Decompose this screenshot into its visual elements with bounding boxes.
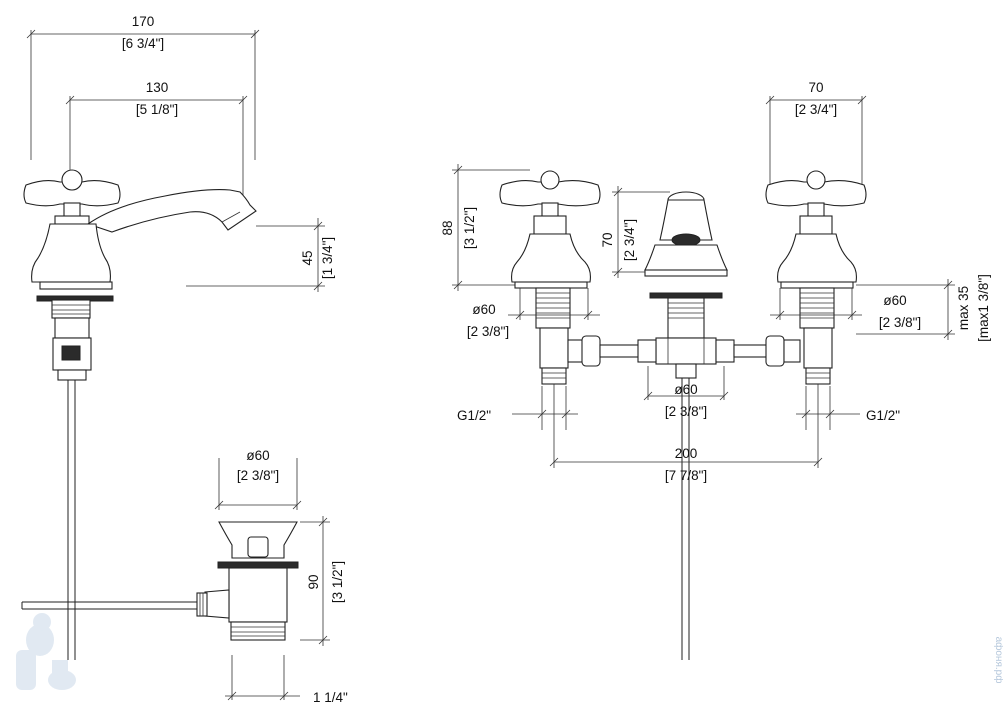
spout-reach-mm: 130: [146, 80, 169, 95]
centers-inch: [7 7/8"]: [665, 468, 707, 483]
center-diameter-inch: [2 3/8"]: [665, 404, 707, 419]
watermark-text: афоня.рф: [993, 637, 1003, 684]
handle-height-mm: 88: [440, 220, 455, 235]
pop-up-waste: ø60 [2 3/8"] 90 [3 1/2"] 1 1/4": [21, 448, 348, 705]
three-hole-faucet: 88 [3 1/2"] 70 [2 3/4"] 70 [2 3/4"]: [440, 80, 991, 660]
centers-mm: 200: [675, 446, 698, 461]
right-valve-diameter-inch: [2 3/8"]: [879, 315, 921, 330]
spout-body-height-inch: [2 3/4"]: [622, 219, 637, 261]
handle-spread-inch: [2 3/4"]: [795, 102, 837, 117]
waste-height-inch: [3 1/2"]: [330, 561, 345, 603]
single-hole-faucet: 170 [6 3/4"] 130 [5 1/8"] 45 [1 3/4"]: [23, 14, 335, 660]
plumber-mascot-icon: [16, 613, 76, 690]
waste-thread-label: 1 1/4": [313, 690, 348, 705]
max-deck-mm: max 35: [956, 286, 971, 330]
spout-length-mm: 170: [132, 14, 155, 29]
waste-height-mm: 90: [306, 574, 321, 589]
center-diameter-mm: ø60: [674, 382, 697, 397]
spout-height-inch: [1 3/4"]: [320, 237, 335, 279]
left-valve-diameter-mm: ø60: [472, 302, 495, 317]
center-spout: [644, 191, 728, 660]
handle-height-inch: [3 1/2"]: [462, 207, 477, 249]
handle-spread-mm: 70: [808, 80, 823, 95]
left-inlet-label: G1/2": [457, 408, 491, 423]
max-deck-inch: [max1 3/8"]: [976, 274, 991, 342]
right-valve-diameter-mm: ø60: [883, 293, 906, 308]
spout-length-inch: [6 3/4"]: [122, 36, 164, 51]
right-valve: [765, 170, 867, 385]
spout-body-height-mm: 70: [600, 232, 615, 247]
left-valve-diameter-inch: [2 3/8"]: [467, 324, 509, 339]
left-valve: [499, 170, 601, 385]
spout-reach-inch: [5 1/8"]: [136, 102, 178, 117]
waste-diameter-inch: [2 3/8"]: [237, 468, 279, 483]
waste-diameter-mm: ø60: [246, 448, 269, 463]
spout-height-mm: 45: [300, 250, 315, 265]
right-inlet-label: G1/2": [866, 408, 900, 423]
